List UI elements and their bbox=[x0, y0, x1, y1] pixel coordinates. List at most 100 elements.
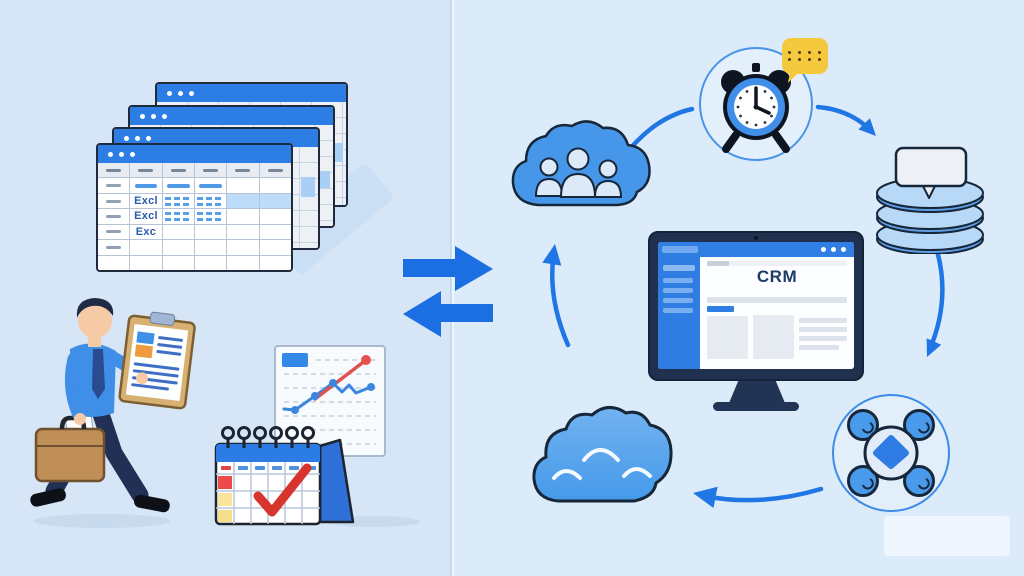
table-row bbox=[98, 239, 291, 255]
monitor-base bbox=[713, 402, 799, 411]
businessman-figure bbox=[22, 293, 202, 533]
sidebar-item bbox=[663, 298, 693, 303]
window-dot-icon bbox=[140, 113, 145, 119]
spreadsheet-window-front: Excl Excl Exc bbox=[96, 143, 293, 272]
arrow-database-to-bot bbox=[926, 238, 945, 354]
red-series-line bbox=[313, 358, 368, 401]
arrow-bot-to-cloud bbox=[701, 486, 824, 503]
crm-app-title: CRM bbox=[756, 267, 798, 286]
line-chart-document bbox=[274, 345, 386, 457]
clipboard-text-lines bbox=[131, 336, 183, 391]
person-hair bbox=[76, 298, 114, 318]
desk-calendar bbox=[206, 420, 358, 536]
clipboard-clip bbox=[149, 311, 176, 326]
window-titlebar bbox=[114, 129, 318, 147]
window-titlebar bbox=[98, 145, 291, 163]
app-topbar bbox=[658, 242, 854, 257]
topbar-tab bbox=[662, 246, 698, 253]
clock-leg bbox=[772, 131, 790, 153]
cell-label: Exc bbox=[135, 225, 157, 238]
toolbar-band bbox=[707, 297, 847, 303]
notification-bubble-icon bbox=[782, 38, 828, 74]
alarm-clock-icon bbox=[710, 61, 802, 157]
window-dot-icon bbox=[189, 90, 194, 96]
content-panel bbox=[707, 316, 748, 359]
breadcrumb-bar bbox=[707, 261, 847, 266]
briefcase bbox=[34, 415, 106, 483]
window-dot-icon bbox=[831, 247, 836, 252]
watermark-box bbox=[884, 516, 1010, 556]
sidebar-item bbox=[663, 308, 693, 313]
text-line bbox=[799, 336, 847, 341]
window-dot-icon bbox=[108, 151, 113, 157]
calendar-red-cell bbox=[218, 476, 232, 489]
crm-monitor: CRM bbox=[648, 231, 864, 381]
table-row: Excl bbox=[98, 192, 291, 209]
monitor-stand bbox=[729, 379, 785, 403]
webcam-dot bbox=[754, 236, 758, 240]
message-bubble bbox=[894, 146, 968, 199]
window-dot-icon bbox=[841, 247, 846, 252]
table-row: Excl bbox=[98, 208, 291, 224]
sidebar-item bbox=[663, 278, 693, 283]
arrow-cloud-to-team bbox=[550, 249, 571, 348]
calendar-side-flap bbox=[318, 438, 355, 524]
team-cloud-icon bbox=[505, 118, 655, 210]
text-line bbox=[799, 327, 847, 332]
clipboard-orange-block bbox=[134, 344, 153, 359]
table-row bbox=[98, 254, 291, 270]
automation-bot-icon bbox=[830, 392, 952, 514]
people-silhouettes bbox=[534, 147, 623, 198]
window-dot-icon bbox=[821, 247, 826, 252]
sync-arrow-right bbox=[403, 246, 493, 291]
bot-core-diamond bbox=[873, 435, 909, 469]
sidebar-item bbox=[663, 288, 693, 293]
person-head bbox=[76, 298, 114, 347]
shoe bbox=[30, 488, 66, 507]
vertical-divider bbox=[450, 0, 452, 576]
clipboard bbox=[118, 311, 196, 410]
window-dot-icon bbox=[130, 151, 135, 157]
window-dot-icon bbox=[124, 135, 129, 141]
database-discs bbox=[876, 177, 984, 255]
calendar-header bbox=[216, 444, 320, 462]
window-dot-icon bbox=[135, 135, 140, 141]
sidebar-item bbox=[663, 265, 695, 271]
table-row bbox=[98, 177, 291, 193]
window-dot-icon bbox=[151, 113, 156, 119]
arrow-cloud-to-clock bbox=[627, 106, 695, 152]
red-series-point bbox=[361, 355, 371, 365]
calendar-shadow bbox=[325, 516, 420, 527]
calendar-yellow-cell bbox=[218, 510, 232, 522]
cell-label: Excl bbox=[134, 210, 158, 223]
window-dot-icon bbox=[178, 90, 183, 96]
primary-button bbox=[707, 306, 734, 312]
shoe bbox=[134, 494, 170, 513]
text-line bbox=[799, 318, 847, 323]
window-dot-icon bbox=[167, 90, 172, 96]
window-dot-icon bbox=[146, 135, 151, 141]
person-shadow bbox=[34, 514, 170, 528]
person-hand bbox=[136, 372, 149, 385]
checkmark-icon bbox=[253, 463, 312, 517]
window-dot-icon bbox=[119, 151, 124, 157]
person-arm-left bbox=[64, 352, 86, 422]
cloud-icon bbox=[528, 388, 678, 508]
app-main-area: CRM bbox=[700, 257, 854, 369]
sync-arrow-left bbox=[403, 291, 493, 337]
blue-series-line bbox=[282, 381, 373, 412]
blue-series-points bbox=[291, 379, 375, 414]
app-sidebar bbox=[658, 257, 700, 369]
crm-screen: CRM bbox=[658, 242, 854, 369]
table-row: Exc bbox=[98, 223, 291, 240]
table-header-row bbox=[98, 163, 291, 178]
breadcrumb-chip bbox=[707, 261, 729, 266]
window-titlebar bbox=[130, 107, 333, 125]
calendar-spiral-rings bbox=[221, 426, 315, 448]
sync-arrows-icon bbox=[403, 246, 493, 337]
clipboard-blue-block bbox=[136, 331, 155, 345]
chart-legend-swatch bbox=[282, 353, 308, 367]
window-dot-icon bbox=[162, 113, 167, 119]
